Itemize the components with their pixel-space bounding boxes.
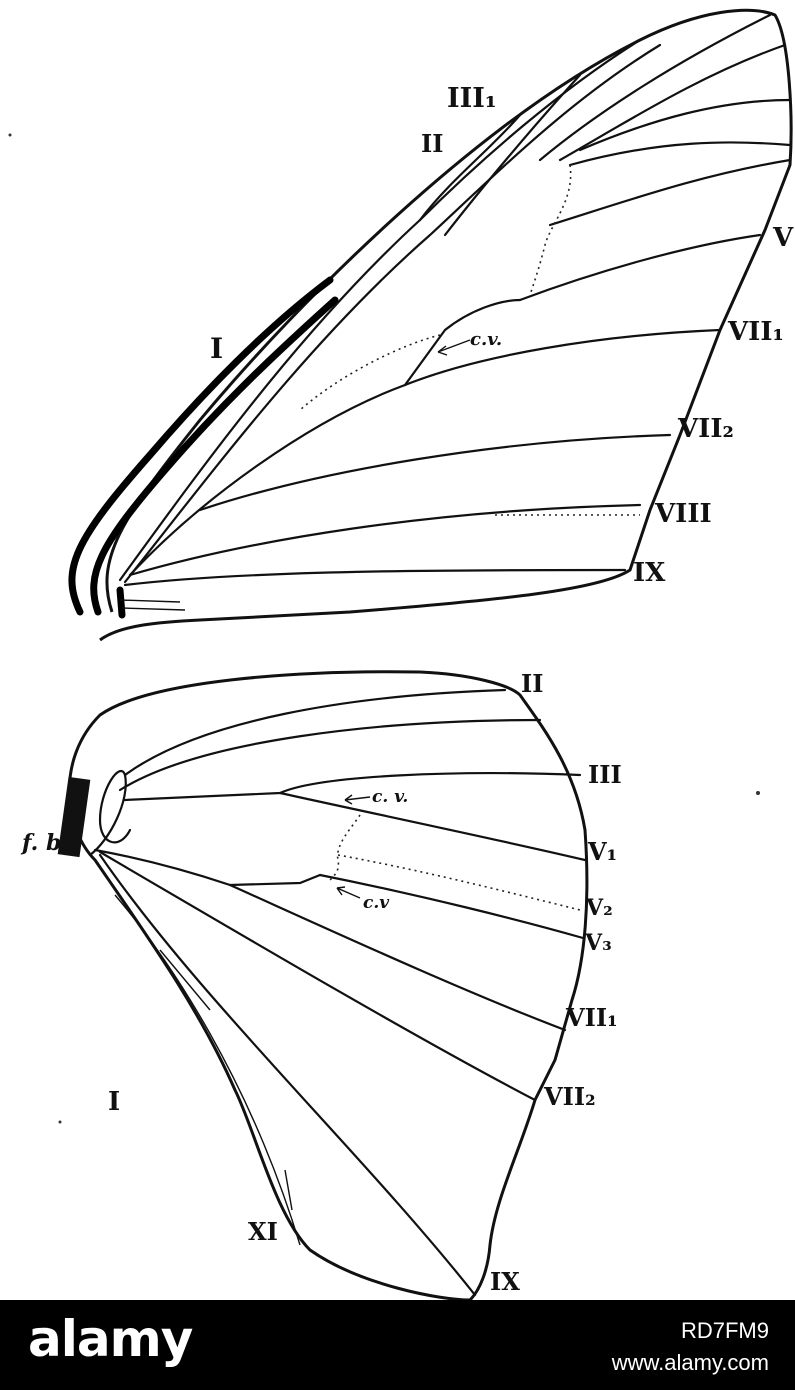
hindwing-vein-VII1 xyxy=(228,883,567,1032)
hindwing-humeral-loop xyxy=(88,769,132,857)
hindwing-anal-c xyxy=(284,1169,293,1211)
hindwing-cv-arrow-upper xyxy=(344,794,371,805)
forewing-vein-III-e xyxy=(578,98,792,152)
hindwing-dotted-V2 xyxy=(337,854,581,911)
forewing-base-stub xyxy=(116,586,126,619)
hindwing-vein-II xyxy=(123,688,507,777)
forewing-dotted-cell xyxy=(529,164,572,296)
forewing-vein-I-b xyxy=(90,296,339,616)
forewing-label-II: II xyxy=(421,129,443,158)
hindwing-vein-V3 xyxy=(318,873,585,940)
hindwing-label-II: II xyxy=(521,669,543,698)
forewing-anal-a xyxy=(119,599,181,603)
hindwing-label-V3: V₃ xyxy=(584,930,612,956)
hindwing-label-IX: IX xyxy=(490,1267,520,1296)
forewing-label-cv: c.v. xyxy=(470,329,502,350)
forewing-label-V: V xyxy=(772,223,794,253)
hindwing-cell-upper xyxy=(123,772,582,802)
hindwing-vein-VII2 xyxy=(98,850,537,1102)
hindwing-label-V2: V₂ xyxy=(585,895,613,921)
hindwing: II III V₁ V₂ V₃ VII₁ VII₂ I XI IX f. b. … xyxy=(20,669,622,1300)
forewing-vein-I xyxy=(68,276,334,616)
forewing-label-III1: III₁ xyxy=(447,83,497,114)
hindwing-vein-costal-inner xyxy=(118,718,542,792)
hindwing-label-cv-lower: c.v xyxy=(363,893,390,913)
forewing-vein-VII1 xyxy=(403,328,722,387)
hindwing-dotted-cell xyxy=(329,814,361,881)
forewing-label-VII1: VII₁ xyxy=(727,317,784,347)
forewing-vein-IX xyxy=(123,568,627,587)
forewing-vein-III-a xyxy=(418,113,522,222)
forewing-cv-arrow xyxy=(437,339,471,356)
forewing-vein-III-b xyxy=(443,73,582,237)
image-id-text: RD7FM9 xyxy=(680,1318,769,1343)
forewing-anal-b xyxy=(121,607,186,611)
hindwing-label-cv-upper: c. v. xyxy=(372,787,408,807)
hindwing-label-III: III xyxy=(588,760,622,789)
forewing-label-I: I xyxy=(210,332,223,365)
forewing-vein-III-c xyxy=(538,13,772,162)
hindwing-frenulum-base xyxy=(57,776,91,858)
hindwing-outline xyxy=(67,670,589,1300)
forewing-vein-III-f xyxy=(568,141,792,167)
hindwing-label-VII1: VII₁ xyxy=(565,1003,618,1032)
forewing-vein-II xyxy=(118,38,642,582)
forewing-vein-V xyxy=(548,158,792,227)
forewing-vein-VII2 xyxy=(198,433,672,512)
forewing-outline xyxy=(99,8,793,642)
hindwing-anal-b xyxy=(159,949,211,1011)
wing-venation-figure: III₁ II I V VII₁ VII₂ VIII IX c.v. xyxy=(8,8,794,1300)
forewing-vein-III-d xyxy=(558,43,787,162)
alamy-logo: alamy xyxy=(28,1310,193,1368)
speck-1 xyxy=(8,133,12,137)
forewing-cell-lower xyxy=(128,383,407,577)
speck-3 xyxy=(58,1120,62,1124)
hindwing-label-VII2: VII₂ xyxy=(543,1082,596,1111)
forewing-vein-inner xyxy=(403,298,522,387)
speck-2 xyxy=(756,791,760,795)
hindwing-label-XI: XI xyxy=(248,1217,278,1246)
hindwing-label-fb: f. b. xyxy=(20,830,69,856)
forewing-vein-II-b xyxy=(123,43,662,584)
hindwing-cv-arrow-lower xyxy=(336,886,361,899)
hindwing-vein-IX xyxy=(98,853,477,1297)
forewing-vein-VIII-line xyxy=(128,503,642,577)
hindwing-vein-V1 xyxy=(278,791,587,862)
forewing-label-VIII: VIII xyxy=(654,499,712,529)
forewing-label-VII2: VII₂ xyxy=(677,414,734,444)
hindwing-anal-a xyxy=(114,894,301,1246)
forewing-label-IX: IX xyxy=(633,558,666,588)
watermark-footer: alamy RD7FM9 www.alamy.com xyxy=(0,1300,795,1390)
site-url-text: www.alamy.com xyxy=(611,1350,769,1375)
hindwing-cell-lower xyxy=(93,848,322,887)
hindwing-label-I: I xyxy=(108,1087,120,1117)
forewing-vein-V-2 xyxy=(518,233,762,302)
forewing: III₁ II I V VII₁ VII₂ VIII IX c.v. xyxy=(68,8,794,642)
hindwing-label-V1: V₁ xyxy=(587,837,617,866)
